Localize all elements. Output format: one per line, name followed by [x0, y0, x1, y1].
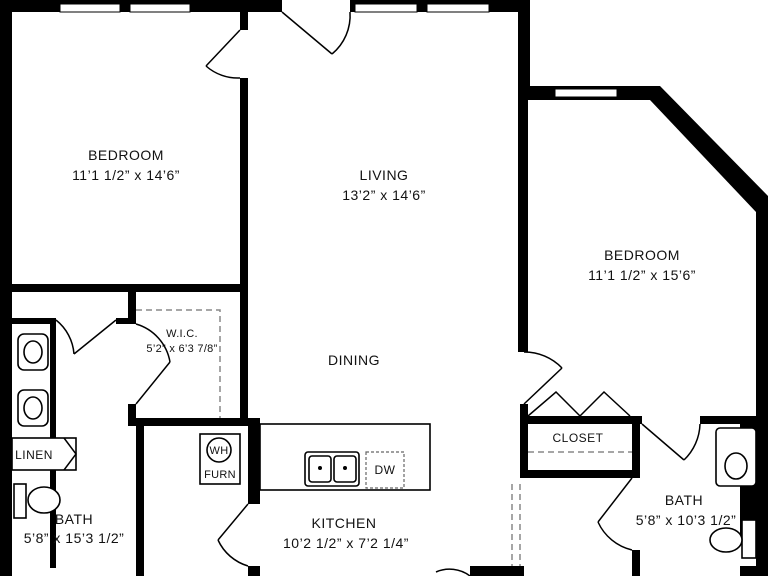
- bedroom-right-name: BEDROOM: [604, 247, 680, 263]
- furn-label: FURN: [204, 469, 236, 481]
- bath-right-size: 5’8” x 10’3 1/2”: [636, 512, 737, 528]
- left-bath-fixtures: [11, 333, 77, 519]
- closet-name: CLOSET: [552, 431, 603, 445]
- wic-name: W.I.C.: [166, 328, 198, 340]
- kitchen-counter: [259, 423, 431, 491]
- wh-label: WH: [210, 445, 229, 457]
- dining-name: DINING: [328, 352, 380, 368]
- windows: [59, 3, 618, 98]
- kitchen-name: KITCHEN: [312, 515, 377, 531]
- wic-size: 5’2” x 6’3 7/8”: [146, 343, 217, 355]
- bath-left-size: 5’8” x 15’3 1/2”: [24, 530, 125, 546]
- dashed-lines: [136, 309, 632, 566]
- water-heater-furnace: [199, 433, 241, 485]
- bedroom-left-size: 11’1 1/2” x 14’6”: [72, 167, 180, 183]
- living-name: LIVING: [360, 167, 409, 183]
- bedroom-left-name: BEDROOM: [88, 147, 164, 163]
- kitchen-size: 10’2 1/2” x 7’2 1/4”: [283, 535, 409, 551]
- linen-name: LINEN: [15, 448, 53, 462]
- living-size: 13’2” x 14’6”: [342, 187, 426, 203]
- bath-right-name: BATH: [665, 492, 703, 508]
- door-swings: [55, 11, 701, 576]
- dw-label: DW: [375, 463, 396, 477]
- bath-left-name: BATH: [55, 511, 93, 527]
- bedroom-right-size: 11’1 1/2” x 15’6”: [588, 267, 696, 283]
- right-bath-fixtures: [709, 427, 757, 559]
